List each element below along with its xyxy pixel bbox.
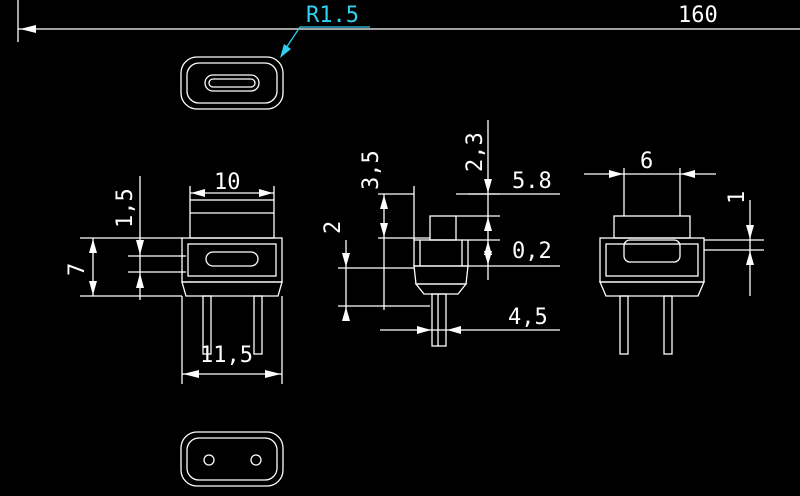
front-height-gap-label: 1,5 [113,188,138,228]
top-plan-view [180,56,284,110]
side-height-lower-label: 2 [321,221,346,234]
radius-callout: R1.5 [280,3,370,58]
overall-length-label: 160 [678,3,718,28]
side-gap-small-label: 0,2 [512,239,552,264]
front-view: 10 11,5 1,5 7 [65,170,283,384]
right-height-small-label: 1 [725,191,750,204]
bottom-plan-view [180,431,284,487]
side-knob-width-label: 5.8 [512,169,552,194]
front-width-top-label: 10 [214,170,241,195]
front-width-base-label: 11,5 [200,343,253,368]
overall-dimension: 160 [17,0,800,42]
side-pin-width-label: 4,5 [508,305,548,330]
side-height-stem-label: 3,5 [359,150,384,190]
right-view: 6 1 [584,149,764,355]
front-height-body-label: 7 [65,263,90,276]
right-width-top-label: 6 [640,149,653,174]
side-view: 3,5 2 2,3 5.8 0,2 4,5 [321,120,560,347]
radius-label: R1.5 [306,3,359,28]
side-height-knob-label: 2,3 [463,132,488,172]
